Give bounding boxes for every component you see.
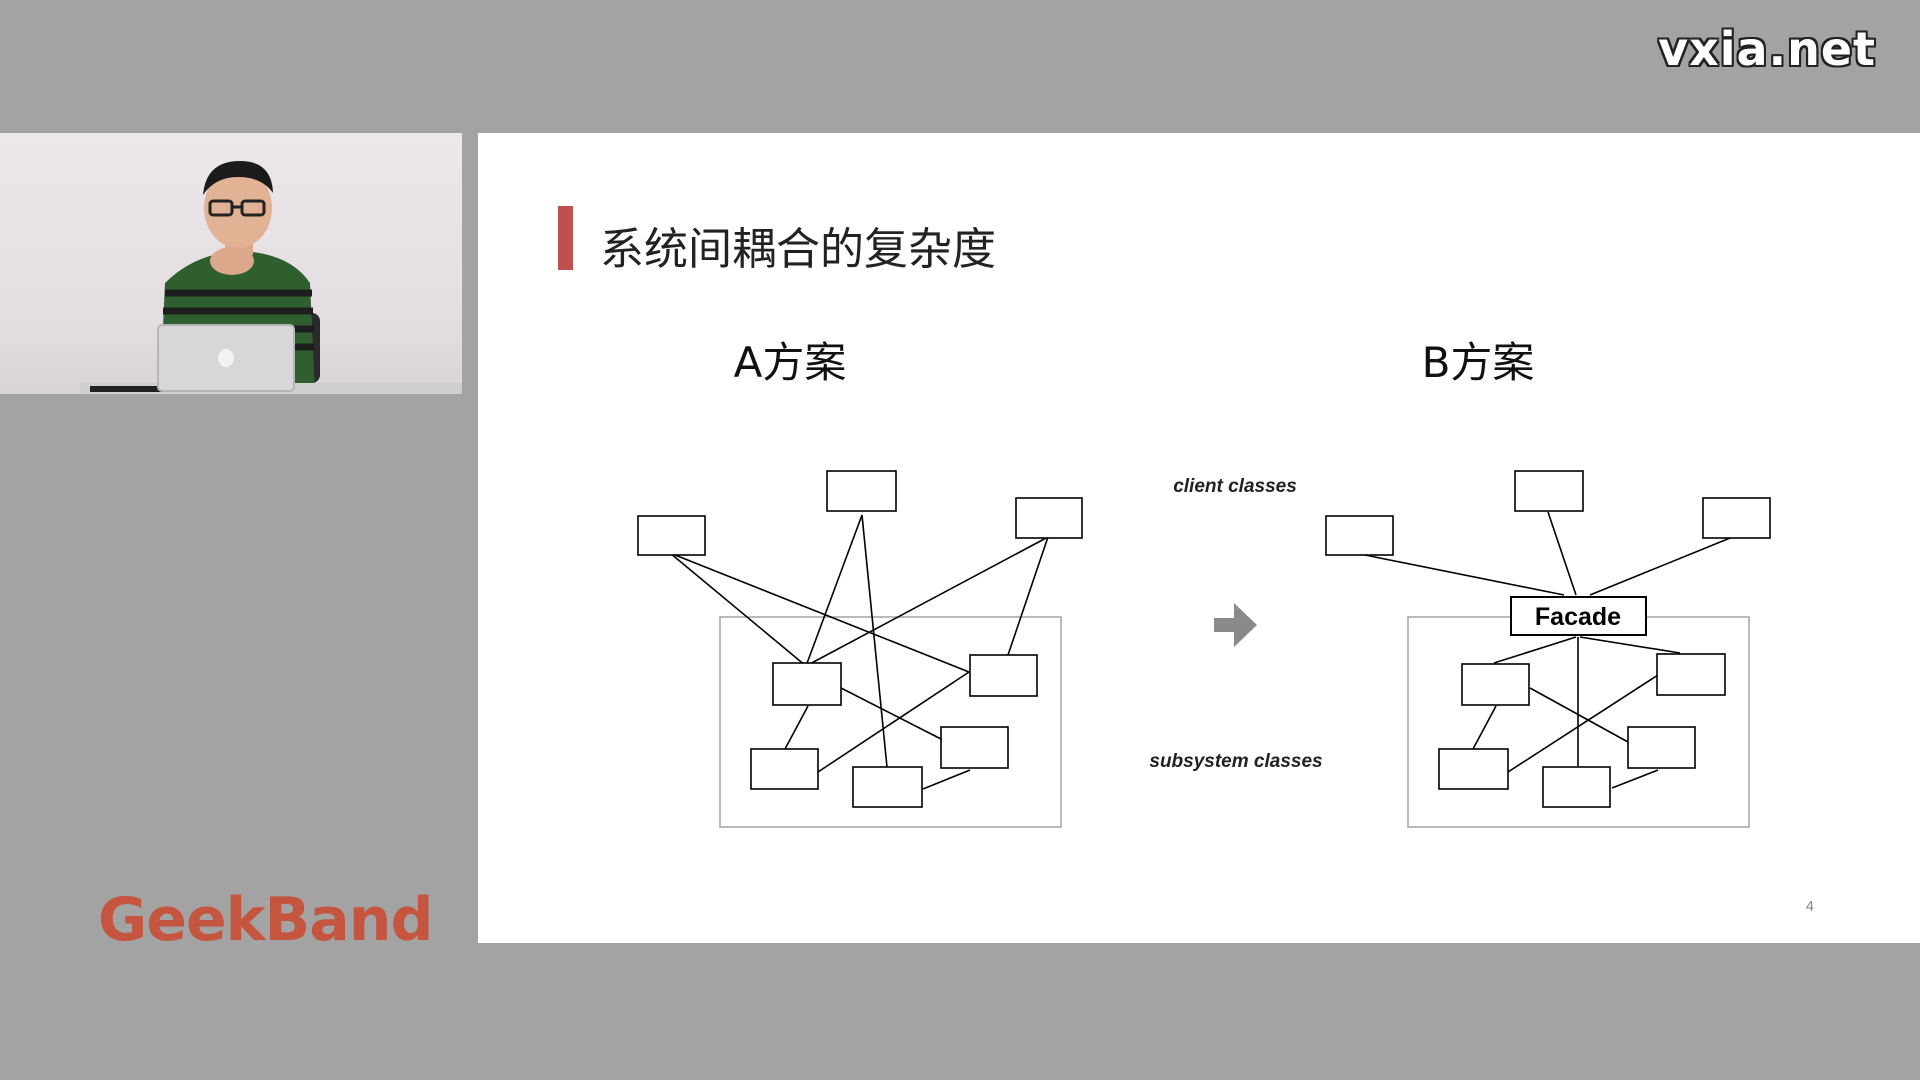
right-arrow-icon [1214, 603, 1257, 647]
plan-a-client-box [637, 515, 706, 556]
plan-b-client-box [1514, 470, 1584, 512]
plan-a-diagram [637, 470, 1083, 828]
page-number: 4 [1805, 898, 1814, 915]
presenter-image [80, 161, 462, 394]
plan-a-subsystem-boundary [719, 616, 1062, 828]
facade-box [1510, 596, 1647, 636]
plan-b-subsystem-box [1656, 653, 1726, 696]
plan-b-subsystem-box [1438, 748, 1509, 790]
title-accent-bar [558, 206, 573, 270]
plan-a-subsystem-box [750, 748, 819, 790]
coupling-diagram: A方案 B方案 c [637, 338, 1771, 828]
facade-label: Facade [1535, 603, 1621, 631]
slide-title: 系统间耦合的复杂度 [600, 224, 996, 275]
plan-a-subsystem-box [969, 654, 1038, 697]
plan-b-heading: B方案 [1422, 338, 1535, 387]
plan-a-heading: A方案 [734, 338, 847, 387]
plan-a-client-box [826, 470, 897, 512]
plan-b-subsystem-box [1627, 726, 1696, 769]
plan-b-subsystem-box [1542, 766, 1611, 808]
geekband-logo: GeekBand [98, 885, 433, 955]
webcam-video [0, 133, 462, 394]
site-watermark: vxia.net [1658, 22, 1876, 76]
plan-a-subsystem-box [852, 766, 923, 808]
plan-a-subsystem-box [940, 726, 1009, 769]
subsystem-classes-label: subsystem classes [1149, 751, 1322, 772]
plan-b-client-box [1702, 497, 1771, 539]
plan-a-client-box [1015, 497, 1083, 539]
plan-b-client-box [1325, 515, 1394, 556]
slide: 系统间耦合的复杂度 A方案 B方案 [478, 133, 1920, 943]
plan-b-diagram [1325, 470, 1771, 828]
client-classes-label: client classes [1173, 476, 1297, 497]
plan-a-subsystem-box [772, 662, 842, 706]
plan-b-subsystem-box [1461, 663, 1530, 706]
